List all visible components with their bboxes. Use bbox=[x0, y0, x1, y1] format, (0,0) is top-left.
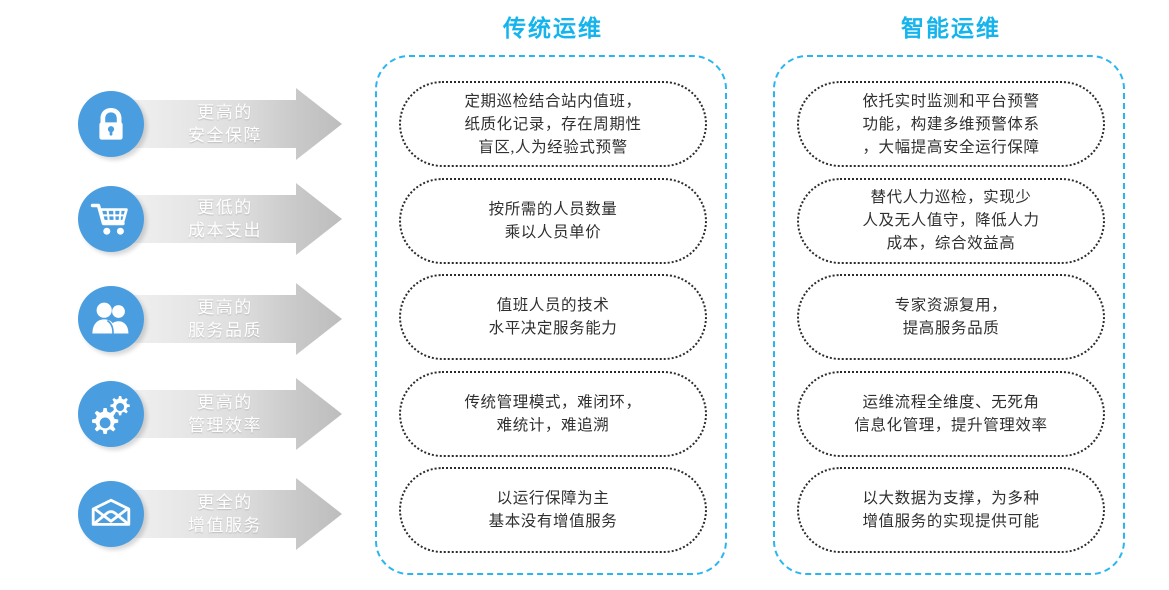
users-icon bbox=[78, 286, 144, 352]
benefit-label-line1: 更低的 bbox=[197, 198, 253, 217]
benefit-row-cost[interactable]: 更低的 成本支出 bbox=[0, 183, 360, 255]
arrow-banner-shape bbox=[112, 378, 342, 450]
envelope-icon bbox=[78, 481, 144, 547]
card-item[interactable]: 替代人力巡检，实现少 人及无人值守，降低人力 成本，综合效益高 bbox=[797, 177, 1105, 264]
card-text: 运维流程全维度、无死角 信息化管理，提升管理效率 bbox=[854, 393, 1048, 434]
card-item[interactable]: 以大数据为支撑，为多种 增值服务的实现提供可能 bbox=[797, 467, 1105, 553]
card-stack-traditional: 定期巡检结合站内值班， 纸质化记录，存在周期性 盲区,人为经验式预警 按所需的人… bbox=[377, 57, 729, 577]
benefit-label: 更低的 成本支出 bbox=[150, 195, 300, 243]
column-title-traditional: 传统运维 bbox=[503, 15, 603, 41]
benefit-row-service-quality[interactable]: 更高的 服务品质 bbox=[0, 283, 360, 355]
benefit-row-security[interactable]: 更高的 安全保障 bbox=[0, 88, 360, 160]
card-text: 定期巡检结合站内值班， 纸质化记录，存在周期性 盲区,人为经验式预警 bbox=[464, 92, 642, 156]
benefits-rail: 更高的 安全保障 更低的 成本支出 bbox=[0, 0, 360, 590]
column-title-intelligent: 智能运维 bbox=[901, 15, 1001, 41]
benefit-label: 更高的 管理效率 bbox=[150, 390, 300, 438]
card-item[interactable]: 传统管理模式，难闭环， 难统计，难追溯 bbox=[399, 370, 707, 457]
benefit-label-line2: 管理效率 bbox=[188, 416, 262, 435]
benefit-row-value-added-service[interactable]: 更全的 增值服务 bbox=[0, 478, 360, 550]
card-item[interactable]: 依托实时监测和平台预警 功能，构建多维预警体系 ，大幅提高安全运行保障 bbox=[797, 81, 1105, 167]
benefit-label-line2: 增值服务 bbox=[188, 516, 262, 535]
benefit-label-line1: 更高的 bbox=[197, 103, 253, 122]
gears-icon bbox=[78, 381, 144, 447]
card-text: 依托实时监测和平台预警 功能，构建多维预警体系 ，大幅提高安全运行保障 bbox=[862, 92, 1040, 156]
benefit-row-management-efficiency[interactable]: 更高的 管理效率 bbox=[0, 378, 360, 450]
benefit-label-line2: 服务品质 bbox=[188, 321, 262, 340]
arrow-banner-shape bbox=[112, 478, 342, 550]
card-stack-intelligent: 依托实时监测和平台预警 功能，构建多维预警体系 ，大幅提高安全运行保障 替代人力… bbox=[775, 57, 1127, 577]
lock-icon bbox=[78, 91, 144, 157]
benefit-label: 更全的 增值服务 bbox=[150, 490, 300, 538]
arrow-banner-shape bbox=[112, 283, 342, 355]
column-traditional: 传统运维 定期巡检结合站内值班， 纸质化记录，存在周期性 盲区,人为经验式预警 … bbox=[375, 15, 729, 577]
card-item[interactable]: 专家资源复用， 提高服务品质 bbox=[797, 274, 1105, 360]
card-text: 以大数据为支撑，为多种 增值服务的实现提供可能 bbox=[862, 490, 1040, 530]
card-text: 按所需的人员数量 乘以人员单价 bbox=[488, 200, 618, 241]
benefit-label-line1: 更高的 bbox=[197, 393, 253, 412]
card-item[interactable]: 按所需的人员数量 乘以人员单价 bbox=[399, 177, 707, 264]
arrow-banner-shape bbox=[112, 88, 342, 160]
card-item[interactable]: 以运行保障为主 基本没有增值服务 bbox=[399, 467, 707, 553]
arrow-banner-shape bbox=[112, 183, 342, 255]
benefit-label-line1: 更高的 bbox=[197, 298, 253, 317]
benefit-label-line2: 成本支出 bbox=[188, 221, 262, 240]
card-text: 专家资源复用， 提高服务品质 bbox=[894, 297, 1008, 337]
cart-icon bbox=[78, 186, 144, 252]
benefit-label-line2: 安全保障 bbox=[188, 126, 262, 145]
column-intelligent: 智能运维 依托实时监测和平台预警 功能，构建多维预警体系 ，大幅提高安全运行保障… bbox=[773, 15, 1127, 577]
benefit-label-line1: 更全的 bbox=[197, 493, 253, 512]
card-text: 以运行保障为主 基本没有增值服务 bbox=[488, 490, 618, 530]
card-text: 值班人员的技术 水平决定服务能力 bbox=[488, 297, 618, 337]
card-item[interactable]: 定期巡检结合站内值班， 纸质化记录，存在周期性 盲区,人为经验式预警 bbox=[399, 81, 707, 167]
benefit-label: 更高的 安全保障 bbox=[150, 100, 300, 148]
card-item[interactable]: 运维流程全维度、无死角 信息化管理，提升管理效率 bbox=[797, 370, 1105, 457]
card-text: 传统管理模式，难闭环， 难统计，难追溯 bbox=[464, 393, 642, 434]
card-text: 替代人力巡检，实现少 人及无人值守，降低人力 成本，综合效益高 bbox=[862, 189, 1040, 252]
card-item[interactable]: 值班人员的技术 水平决定服务能力 bbox=[399, 274, 707, 360]
benefit-label: 更高的 服务品质 bbox=[150, 295, 300, 343]
